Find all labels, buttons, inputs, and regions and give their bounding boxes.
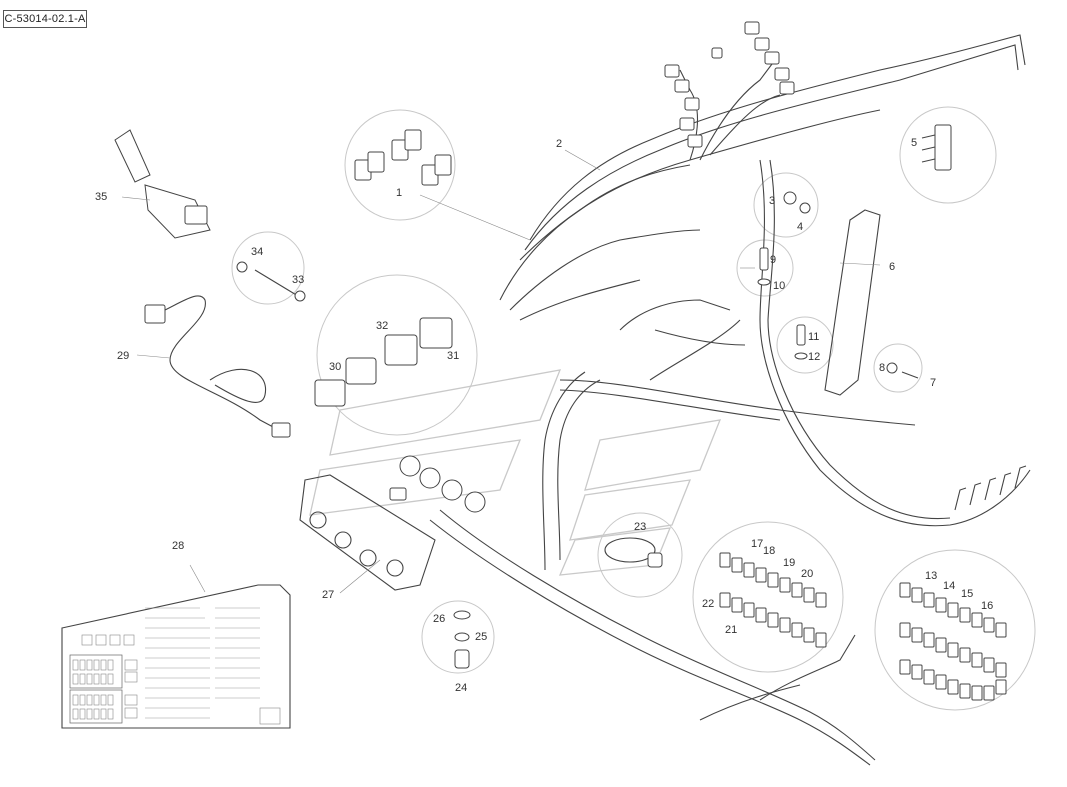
callout-21: 21 — [725, 624, 737, 636]
cable-clamp — [604, 537, 663, 568]
callout-18: 18 — [763, 545, 775, 557]
terminal-block — [921, 124, 952, 171]
callout-32: 32 — [376, 320, 388, 332]
callout-12: 12 — [808, 351, 820, 363]
callout-13: 13 — [925, 570, 937, 582]
callout-22: 22 — [702, 598, 714, 610]
relay-set-30-32 — [314, 317, 453, 407]
relay-set-1 — [354, 129, 452, 186]
drawing-reference-code: C-53014-02.1-A — [3, 10, 87, 28]
callout-2: 2 — [556, 138, 562, 150]
callout-15: 15 — [961, 588, 973, 600]
callout-20: 20 — [801, 568, 813, 580]
main-harness — [429, 34, 1031, 766]
callout-6: 6 — [889, 261, 895, 273]
callout-14: 14 — [943, 580, 955, 592]
callout-5: 5 — [911, 137, 917, 149]
callout-24: 24 — [455, 682, 467, 694]
callout-9: 9 — [770, 254, 776, 266]
fasteners — [236, 191, 919, 669]
round-connectors — [389, 455, 486, 513]
joystick-control — [114, 129, 211, 239]
callout-4: 4 — [797, 221, 803, 233]
callout-8: 8 — [879, 362, 885, 374]
right-cable-end-hooks — [954, 465, 1027, 511]
callout-labels: 1 2 3 4 5 6 7 8 9 10 11 12 13 14 15 16 1… — [95, 137, 993, 694]
callout-3: 3 — [769, 195, 775, 207]
callout-1: 1 — [396, 187, 402, 199]
sensor-cable — [144, 295, 291, 438]
leader-lines — [121, 149, 881, 594]
callout-33: 33 — [292, 274, 304, 286]
connector-mounting-plate — [299, 474, 436, 591]
callout-29: 29 — [117, 350, 129, 362]
callout-28: 28 — [172, 540, 184, 552]
callout-11: 11 — [808, 331, 819, 343]
callout-16: 16 — [981, 600, 993, 612]
callout-31: 31 — [447, 350, 459, 362]
callout-19: 19 — [783, 557, 795, 569]
callout-26: 26 — [433, 613, 445, 625]
mounting-bracket — [824, 209, 881, 396]
fuse-relay-decal — [61, 584, 291, 729]
callout-25: 25 — [475, 631, 487, 643]
part-group-outlines — [231, 106, 1036, 711]
callout-27: 27 — [322, 589, 334, 601]
callout-10: 10 — [773, 280, 785, 292]
callout-23: 23 — [634, 521, 646, 533]
callout-35: 35 — [95, 191, 107, 203]
callout-7: 7 — [930, 377, 936, 389]
fuse-set-17-22 — [719, 552, 827, 648]
callout-34: 34 — [251, 246, 263, 258]
fuse-set-13-16 — [899, 582, 1007, 701]
callout-17: 17 — [751, 538, 763, 550]
background-logo-watermark — [309, 369, 722, 576]
callout-30: 30 — [329, 361, 341, 373]
harness-top-connectors — [664, 21, 795, 148]
